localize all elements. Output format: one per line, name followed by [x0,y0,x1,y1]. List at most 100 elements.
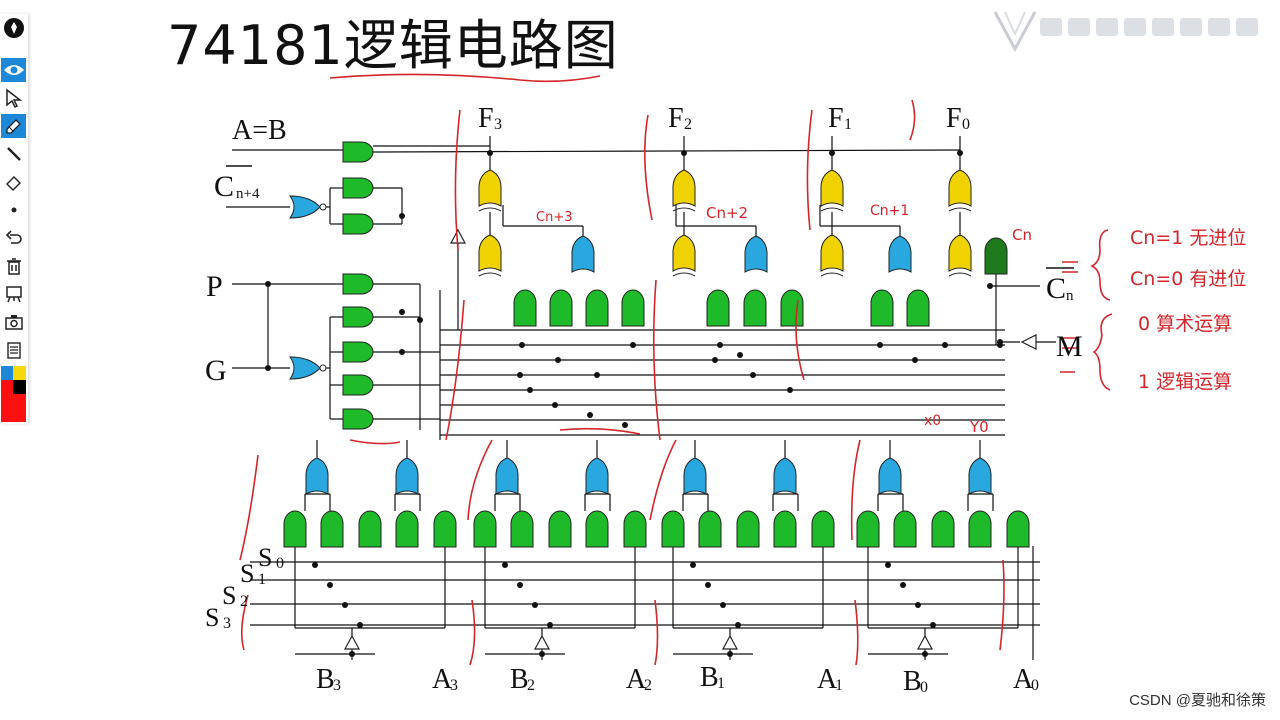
f1-xor-gate-top [672,169,696,207]
dot-icon[interactable] [1,198,26,222]
label-f0-sub: 0 [962,116,970,133]
ink-stroke [1060,337,1078,373]
ink-stroke [239,454,259,651]
label-g: G [205,354,227,387]
watermark-logo-text [1040,18,1258,36]
stage-and-gate-3 [1006,510,1030,548]
junction-dot [690,562,696,568]
eye-icon[interactable] [1,58,26,82]
stage-and-gate-3 [968,510,992,548]
junction-dot [750,372,756,378]
stage-and-gate-0 [358,510,382,548]
ink-stroke [1090,229,1111,301]
color-swatch-blue[interactable] [1,366,13,380]
junction-dot [399,309,405,315]
b-inverter-gate-1 [533,634,551,650]
m-buffer-gate [1020,334,1037,350]
projector-icon[interactable] [1,282,26,306]
stage-and-gate-1 [585,510,609,548]
ink-stroke [795,109,813,381]
f3-xor-gate-top [948,169,972,207]
carry-and-gate-0 [549,289,573,327]
stage-and-gate-3 [893,510,917,548]
notes-icon[interactable] [1,338,26,362]
left-and-gate-3 [342,273,374,295]
label-b2: B [510,664,529,695]
label-b1-sub: 1 [717,675,725,692]
junction-dot [942,342,948,348]
camera-icon[interactable] [1,310,26,334]
junction-dot [737,352,743,358]
carry-and-gate-1 [706,289,730,327]
color-swatch-red-large[interactable] [13,394,26,422]
left-and-gate-4 [342,306,374,328]
label-b0-sub: 0 [920,679,928,696]
junction-dot [829,150,835,156]
stage-and-gate-2 [698,510,722,548]
label-p: P [206,270,223,303]
label-cn-sub: n [1066,288,1074,304]
ink-stroke [850,439,861,666]
junction-dot [712,357,718,363]
stage-and-gate-3 [931,510,955,548]
line-icon[interactable] [1,142,26,166]
junction-dot [519,342,525,348]
stage-and-gate-1 [623,510,647,548]
ink-stroke [999,559,1005,651]
junction-dot [517,372,523,378]
pen-icon[interactable] [1,114,26,138]
ink-stroke [644,114,661,441]
stage-or-gate-1 [495,457,519,495]
color-swatch-yellow[interactable] [13,366,26,380]
note-cn2: Cn+2 [706,204,748,222]
junction-dot [349,651,355,657]
label-b3: B [316,664,335,695]
label-a2-sub: 2 [644,677,652,694]
b-inverter-gate-0 [343,634,361,650]
label-a1: A [817,664,838,695]
label-a3: A [432,664,453,695]
junction-dot [265,281,271,287]
junction-dot [527,387,533,393]
ink-stroke [909,99,916,141]
note-cn3: Cn+3 [536,210,572,225]
carry-and-gate-2 [906,289,930,327]
label-s1: S [240,559,254,588]
junction-dot [630,342,636,348]
note-x0: x0 [924,413,941,429]
circuit-junctions [265,150,1003,657]
pointer-icon[interactable] [1,86,26,110]
stage-and-gate-1 [510,510,534,548]
junction-dot [720,602,726,608]
carry-and-gate-0 [585,289,609,327]
label-a0: A [1013,664,1034,695]
trash-icon[interactable] [1,254,26,278]
left-and-gate-6 [342,374,374,396]
junction-dot [265,365,271,371]
undo-icon[interactable] [1,226,26,250]
logo-icon[interactable] [1,16,26,40]
junction-dot [735,622,741,628]
color-palette [1,366,26,422]
carry-and-gate-1 [743,289,767,327]
junction-dot [987,283,993,289]
note-cn: Cn [1012,226,1032,244]
stage-and-gate-2 [773,510,797,548]
junction-dot [502,562,508,568]
eraser-icon[interactable] [1,170,26,194]
label-f2: F [668,103,684,134]
circuit-wires [226,136,1056,660]
junction-dot [594,372,600,378]
ink-stroke [445,109,465,441]
label-f3-sub: 3 [494,116,502,133]
color-swatch-red[interactable] [1,380,13,422]
junction-dot [705,582,711,588]
stage-and-gate-3 [856,510,880,548]
label-s0-sub: 0 [276,555,284,572]
carry-and-gate-2 [870,289,894,327]
junction-dot [357,622,363,628]
color-swatch-black[interactable] [13,380,26,394]
handwritten-annotations [239,73,1113,666]
label-a-equals-b: A=B [232,115,287,146]
junction-dot [787,387,793,393]
